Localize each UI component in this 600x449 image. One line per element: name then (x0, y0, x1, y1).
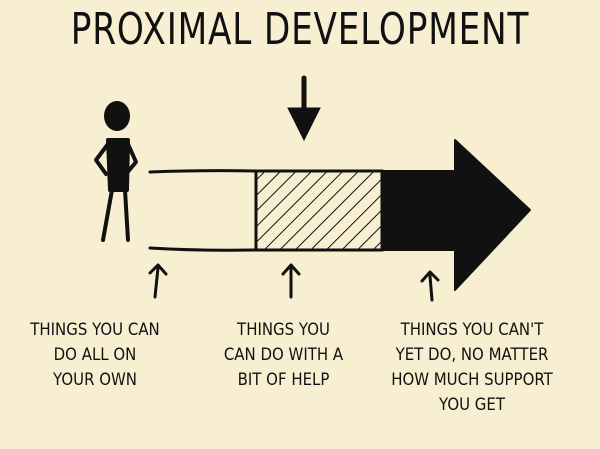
zone-own (148, 169, 258, 252)
up-marker-help-icon (281, 263, 301, 299)
up-marker-cant-icon (420, 270, 440, 302)
zone-cant (381, 139, 531, 291)
stick-figure (94, 101, 138, 242)
zone-help (254, 169, 384, 252)
label-help: THINGS YOU CAN DO WITH A BIT OF HELP (223, 320, 344, 390)
up-marker-icons (148, 263, 440, 302)
label-own: THINGS YOU CAN DO ALL ON YOUR OWN (30, 320, 160, 390)
up-marker-own-icon (148, 263, 168, 299)
page-title: PROXIMAL DEVELOPMENT (70, 4, 530, 55)
label-cant: THINGS YOU CAN'T YET DO, NO MATTER HOW M… (391, 320, 553, 415)
down-arrow-icon (287, 75, 321, 142)
